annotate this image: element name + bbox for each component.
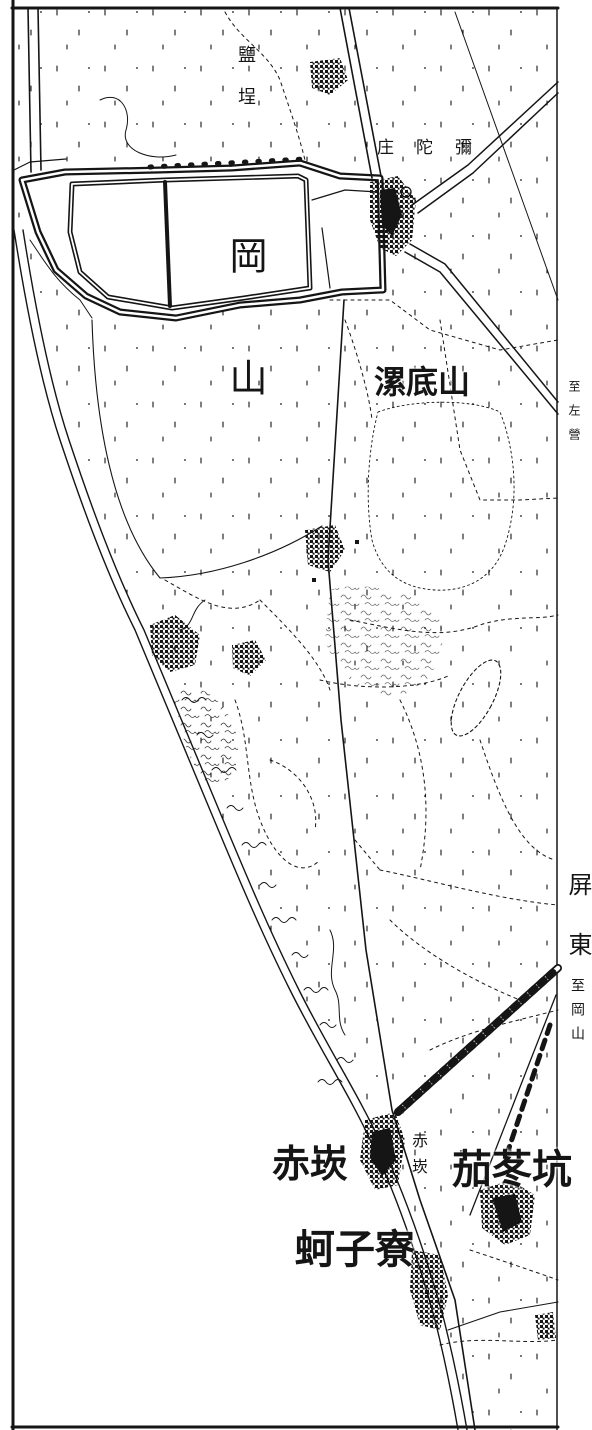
footpath: [399, 699, 427, 871]
stream-squiggle: [181, 697, 207, 703]
top-left-road: [13, 7, 306, 173]
stream-squiggle: [317, 1079, 343, 1085]
stream: [329, 929, 346, 1036]
village-jiadongkeng-core: [492, 1194, 522, 1232]
house: [355, 540, 359, 544]
footpath: [259, 599, 331, 691]
village-chikan-core: [370, 1128, 396, 1176]
light-railway: [502, 1022, 553, 1163]
road-to-gangshan: [469, 994, 557, 1216]
place-label-jiadongkeng: 茄苳坑: [452, 1147, 572, 1193]
village-yancheng: [310, 58, 348, 95]
stream-squiggle: [226, 805, 244, 811]
footpath: [439, 1339, 559, 1346]
footpath: [479, 739, 556, 861]
railway-ties: [394, 964, 562, 1116]
northeast-path: [454, 11, 559, 301]
house: [312, 578, 316, 582]
map-text-chikan-small: 赤崁: [409, 1132, 428, 1184]
left-channel: [29, 239, 93, 319]
land-fields: [14, 8, 557, 1430]
pond-dike-gap: [20, 161, 385, 320]
lake-boundary: [91, 319, 323, 579]
stream-squiggle: [303, 987, 329, 993]
village-southeast: [535, 1312, 556, 1340]
road-edge: [37, 7, 42, 171]
footpath: [389, 919, 521, 1001]
map-text-pingdong: 屏東: [564, 872, 592, 992]
pond-divider: [311, 189, 379, 201]
map-text-mituozhuang: 庄陀彌: [377, 138, 494, 158]
pond-outline: [450, 659, 502, 737]
footpath: [224, 11, 306, 161]
place-label-chikan: 赤崁: [272, 1142, 349, 1186]
map-text-to-gangshan: 至岡山: [569, 978, 585, 1050]
village-loudi: [305, 525, 345, 572]
road-edge: [13, 158, 67, 171]
pond-dike-inner-gap: [69, 175, 311, 309]
footpath: [319, 674, 451, 688]
stream-squiggle: [291, 952, 309, 958]
stream-squiggle: [336, 1057, 354, 1063]
road-edge: [27, 7, 32, 173]
map-text-yancheng: 鹽埕: [235, 45, 256, 129]
pond-divider: [163, 180, 172, 308]
pond-water: [22, 163, 383, 318]
footpath: [164, 579, 261, 609]
village-mituo-core: [380, 188, 402, 236]
house: [425, 1290, 429, 1294]
footpath: [429, 1009, 559, 1051]
road-to-zuoying-edge: [404, 251, 559, 415]
stream-squiggle: [196, 732, 214, 738]
stream-squiggle: [259, 882, 277, 888]
fish-pond-enclosure: [18, 156, 387, 322]
footpath: [439, 319, 559, 501]
road-northeast-edge: [411, 81, 559, 206]
stream-squiggle: [241, 842, 267, 848]
house: [460, 1150, 464, 1154]
tick-fence: [147, 156, 308, 170]
place-label-loudishan: 漯底山: [374, 363, 471, 401]
footpath: [234, 699, 321, 869]
road-south: [447, 1301, 559, 1331]
pond-divider: [321, 227, 331, 289]
footpath: [269, 759, 317, 831]
village-west-a: [150, 615, 200, 672]
railway: [394, 964, 562, 1163]
stream-squiggle: [271, 917, 297, 923]
loudishan-hill: [367, 401, 515, 591]
road-northeast-edge: [417, 92, 559, 214]
villages: [150, 58, 556, 1340]
north-road-edge: [339, 7, 373, 179]
map-text-gangshan: 岡山: [223, 236, 267, 480]
stream-squiggle: [319, 1022, 337, 1028]
roads: [327, 7, 559, 1430]
road-to-zuoying-edge: [409, 243, 559, 403]
north-road-edge: [348, 7, 382, 177]
place-label-keziliao: 蚵子寮: [295, 1227, 415, 1273]
footpath: [354, 839, 381, 871]
map-text-to-zuoying: 至左營: [567, 380, 581, 452]
main-road: [327, 299, 476, 1430]
hill-south: [325, 586, 443, 696]
village-west-b: [232, 640, 266, 676]
stream: [99, 96, 177, 158]
footpath: [469, 1249, 559, 1281]
stream-squiggle: [211, 767, 237, 773]
